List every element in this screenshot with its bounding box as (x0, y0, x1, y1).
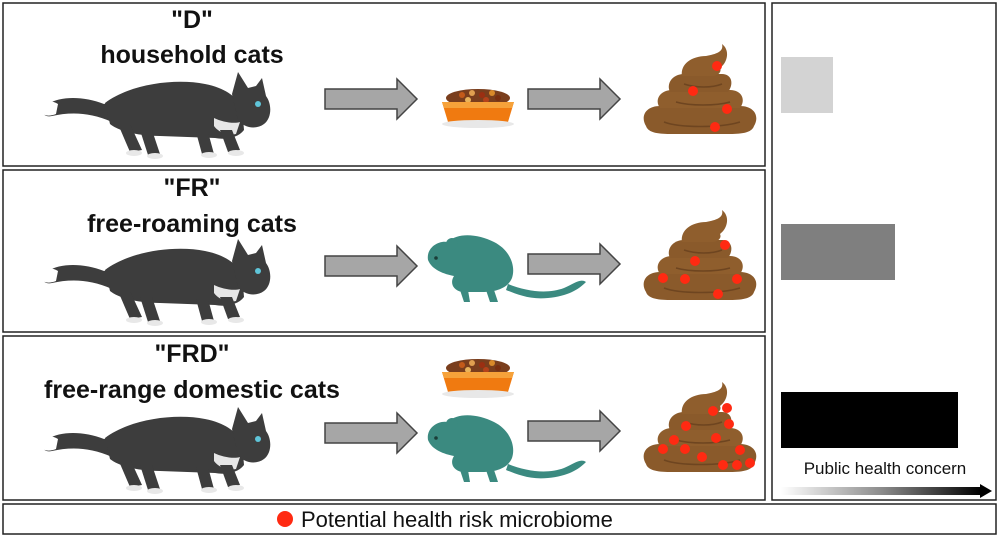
row-d-name: household cats (100, 41, 283, 69)
legend-panel (2, 503, 997, 535)
row-panel-frd (2, 335, 766, 501)
risk-dot (688, 86, 698, 96)
risk-dots-d (688, 61, 732, 132)
risk-dots-fr (658, 240, 742, 299)
row-d-code: "D" (171, 6, 213, 34)
risk-dot (680, 274, 690, 284)
risk-dot (658, 273, 668, 283)
risk-dot (732, 274, 742, 284)
concern-axis-gradient (781, 487, 981, 495)
risk-dot (724, 419, 734, 429)
risk-dot (713, 289, 723, 299)
food-bowl-icon (442, 89, 514, 128)
row-panel-fr (2, 169, 766, 333)
risk-dots-frd (658, 403, 755, 470)
risk-dot (669, 435, 679, 445)
row-frd-code: "FRD" (154, 340, 229, 368)
risk-dot (735, 445, 745, 455)
concern-bars (781, 57, 958, 448)
concern-bar-frd (781, 392, 958, 448)
risk-dot (712, 61, 722, 71)
row-panel-d (2, 2, 766, 167)
concern-axis-arrowhead (980, 484, 992, 498)
risk-dot (718, 460, 728, 470)
risk-dot (720, 240, 730, 250)
risk-dot (722, 403, 732, 413)
concern-bar-d (781, 57, 833, 113)
legend-label: Potential health risk microbiome (301, 507, 613, 532)
risk-dot (658, 444, 668, 454)
row-fr-name: free-roaming cats (87, 210, 297, 238)
concern-axis-label: Public health concern (804, 459, 967, 478)
row-frd-name: free-range domestic cats (44, 376, 340, 404)
risk-dot (745, 458, 755, 468)
risk-dot (681, 421, 691, 431)
risk-dot (711, 433, 721, 443)
risk-dot (710, 122, 720, 132)
row-fr-code: "FR" (163, 174, 220, 202)
food-bowl-icon (442, 359, 514, 398)
concern-bar-fr (781, 224, 895, 280)
risk-dot (722, 104, 732, 114)
risk-dot (697, 452, 707, 462)
legend-marker (277, 511, 293, 527)
risk-dot (690, 256, 700, 266)
risk-dot (680, 444, 690, 454)
risk-dot (732, 460, 742, 470)
risk-dot (708, 406, 718, 416)
